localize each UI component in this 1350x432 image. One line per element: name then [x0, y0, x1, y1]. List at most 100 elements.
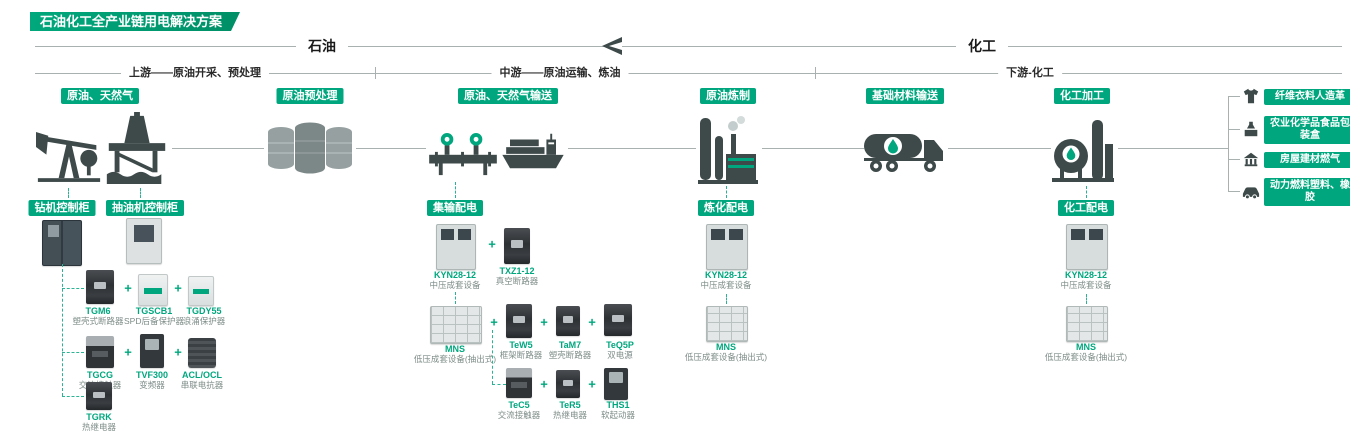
- tgdy55-photo: [188, 276, 214, 306]
- plus-sign: +: [540, 376, 548, 392]
- product-name: KYN28-12: [1064, 270, 1108, 280]
- product-name: TGM6: [85, 306, 111, 316]
- tec5-label: TeC5 交流接触器: [498, 400, 541, 420]
- ths1-label: THS1 软起动器: [601, 400, 635, 420]
- mns-photo: [1066, 306, 1108, 342]
- stage-upstream-label: 上游——原油开采、预处理: [121, 66, 269, 80]
- product-name: TXZ1-12: [499, 266, 535, 276]
- mns-label: MNS 低压成套设备(抽出式): [414, 344, 496, 364]
- section-line: [35, 46, 1342, 47]
- kyn28-photo: [1066, 224, 1108, 270]
- product-name: TGSCB1: [135, 306, 173, 316]
- product-desc: 软起动器: [600, 410, 636, 420]
- connector-line: [1228, 96, 1240, 97]
- product-desc: 塑壳断路器: [548, 350, 592, 360]
- badge-materials: 基础材料输送: [866, 88, 944, 104]
- storage-tanks-icon: [268, 122, 352, 174]
- chemical-plant-icon: [1052, 120, 1114, 182]
- refinery-icon: [698, 116, 758, 184]
- product-name: MNS: [715, 342, 736, 352]
- product-desc: 框架断路器: [499, 350, 543, 360]
- kyn28-label: KYN28-12 中压成套设备: [700, 270, 751, 290]
- mns-photo: [430, 306, 482, 344]
- acl-ocl-label: ACL/OCL 串联电抗器: [181, 370, 224, 390]
- plus-sign: +: [174, 280, 182, 296]
- page-title: 石油化工全产业链用电解决方案: [30, 12, 240, 31]
- kyn28-photo: [706, 224, 748, 270]
- dashed-connector: [455, 182, 456, 198]
- product-name: TeQ5P: [606, 340, 634, 350]
- tam7-label: TaM7 塑壳断路器: [549, 340, 592, 360]
- plus-sign: +: [588, 314, 596, 330]
- cargo-ship-icon: [502, 133, 564, 169]
- end-product-badge: 动力燃料塑料、橡胶: [1264, 178, 1350, 206]
- tgdy55-label: TGDY55 浪涌保护器: [183, 306, 226, 326]
- tgrk-label: TGRK 热继电器: [82, 412, 116, 432]
- badge-gathering-dist: 集输配电: [427, 200, 483, 216]
- kyn28-label: KYN28-12 中压成套设备: [429, 270, 480, 290]
- dashed-connector: [492, 384, 506, 385]
- product-name: TeW5: [509, 340, 533, 350]
- end-product-badge: 房屋建材燃气: [1264, 152, 1350, 168]
- end-product-bracket: [1228, 96, 1229, 191]
- ths1-photo: [604, 368, 628, 400]
- ter5-label: TeR5 热继电器: [553, 400, 587, 420]
- dashed-connector: [1086, 186, 1087, 198]
- dashed-connector: [62, 264, 63, 396]
- badge-pump-cabinet: 抽油机控制柜: [106, 200, 184, 216]
- flow-chevron-icon: [602, 37, 622, 55]
- shirt-icon: [1243, 88, 1259, 104]
- plus-sign: +: [588, 376, 596, 392]
- plus-sign: +: [540, 314, 548, 330]
- dashed-connector: [492, 330, 493, 384]
- acl-ocl-photo: [188, 338, 216, 368]
- oil-platform-icon: [106, 112, 166, 184]
- product-desc: 中压成套设备: [700, 280, 752, 290]
- plus-sign: +: [490, 314, 498, 330]
- product-desc: 串联电抗器: [180, 380, 224, 390]
- product-name: TeC5: [508, 400, 530, 410]
- stage-downstream-label: 下游-化工: [998, 66, 1062, 80]
- badge-chemical-dist: 化工配电: [1058, 200, 1114, 216]
- dashed-connector: [726, 186, 727, 198]
- mns-label: MNS 低压成套设备(抽出式): [1045, 342, 1127, 362]
- product-desc: 热继电器: [552, 410, 588, 420]
- badge-pretreatment: 原油预处理: [276, 88, 344, 104]
- tgrk-photo: [86, 382, 112, 410]
- product-name: TeR5: [559, 400, 581, 410]
- dashed-connector: [1086, 294, 1087, 304]
- dashed-connector: [62, 352, 84, 353]
- product-name: KYN28-12: [704, 270, 748, 280]
- petroleum-section-label: 石油: [296, 38, 348, 54]
- product-name: KYN28-12: [433, 270, 477, 280]
- connector-line: [172, 148, 264, 149]
- tvf300-label: TVF300 变频器: [136, 370, 168, 390]
- connector-line: [1118, 148, 1228, 149]
- pumpjack-icon: [36, 131, 101, 182]
- dashed-connector: [62, 396, 84, 397]
- product-name: MNS: [444, 344, 465, 354]
- product-desc: 双电源: [607, 350, 633, 360]
- tec5-photo: [506, 368, 532, 398]
- badge-crude-gas: 原油、天然气: [61, 88, 139, 104]
- badge-refinery-dist: 炼化配电: [698, 200, 754, 216]
- product-desc: 低压成套设备(抽出式): [1044, 352, 1128, 362]
- end-product-badge: 农业化学品食品包装盒: [1264, 116, 1350, 144]
- plus-sign: +: [174, 344, 182, 360]
- chemical-section-label: 化工: [956, 38, 1008, 54]
- building-icon: [1243, 152, 1259, 167]
- tgm6-label: TGM6 塑壳式断路器: [72, 306, 123, 326]
- chemicals-box-icon: [1244, 121, 1258, 137]
- product-name: THS1: [606, 400, 630, 410]
- stage-line: [35, 73, 1342, 74]
- dashed-connector: [455, 292, 456, 304]
- tanker-truck-icon: [864, 134, 943, 172]
- pump-cabinet-photo: [126, 218, 162, 264]
- dashed-connector: [726, 294, 727, 304]
- txz1-photo: [504, 228, 530, 264]
- car-icon: [1242, 187, 1260, 200]
- dashed-connector: [68, 188, 69, 198]
- product-name: ACL/OCL: [181, 370, 222, 380]
- product-name: MNS: [1075, 342, 1096, 352]
- plus-sign: +: [124, 344, 132, 360]
